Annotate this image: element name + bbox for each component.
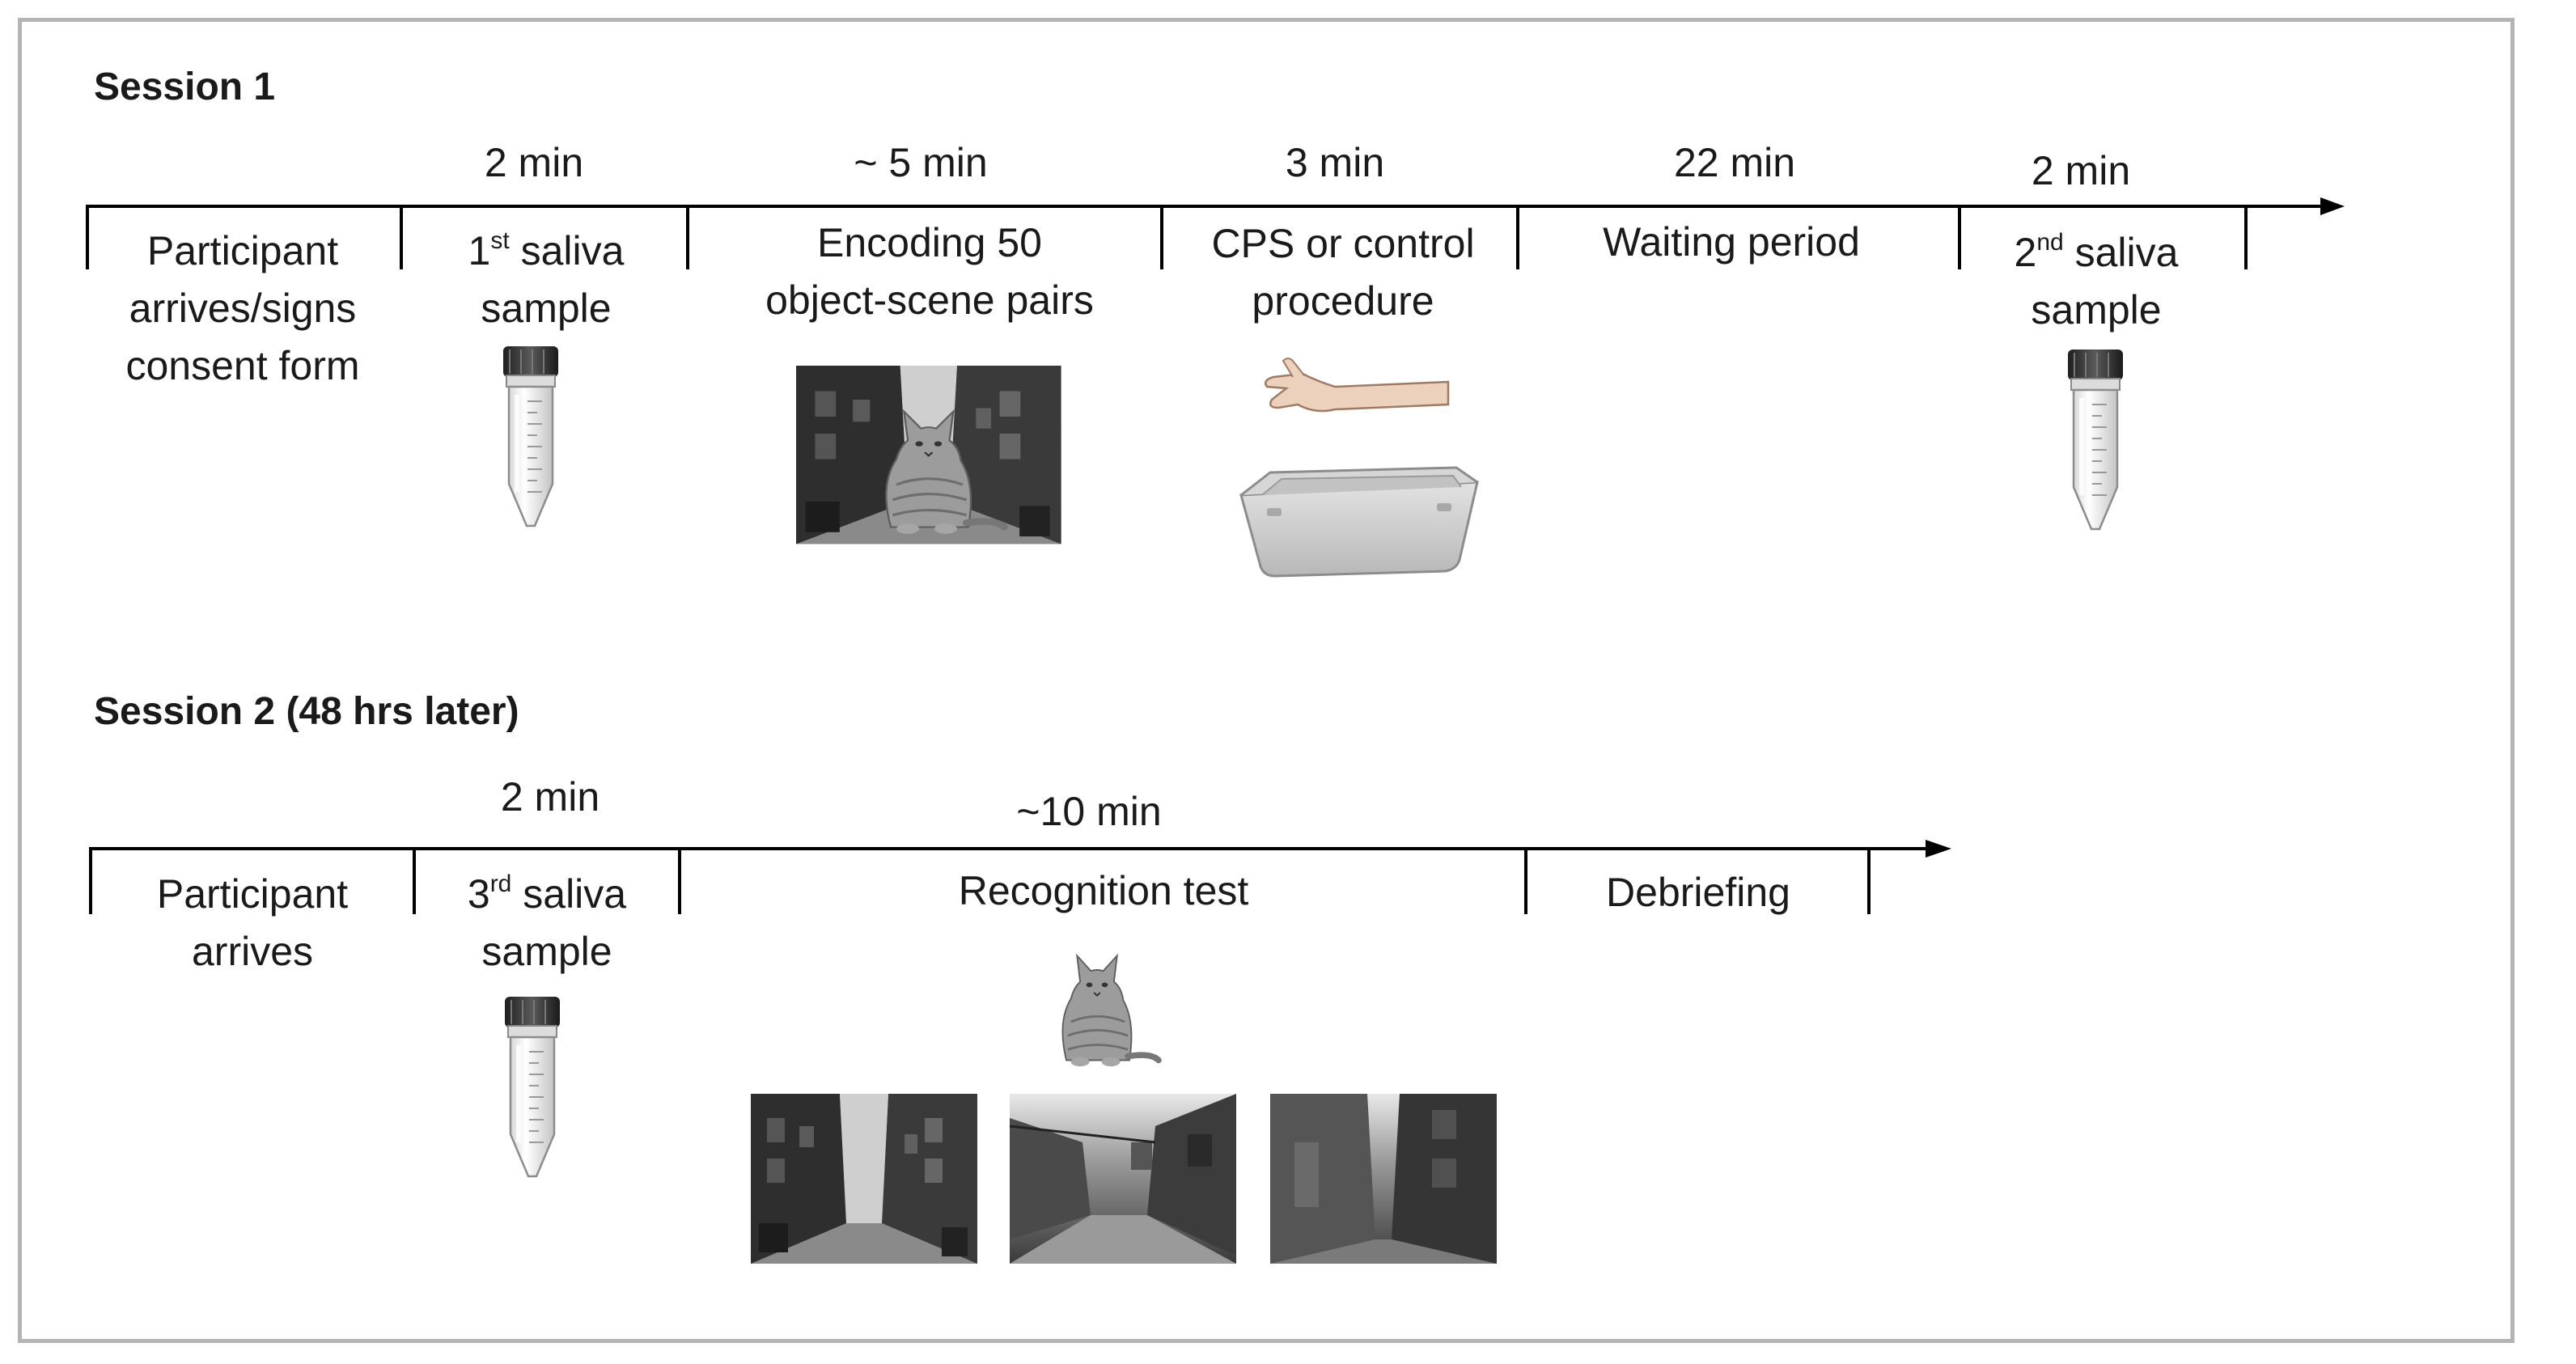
session1-timeline <box>86 197 2345 269</box>
session1-heading: Session 1 <box>94 66 276 108</box>
session2-step-arrive: Participant arrives <box>92 866 413 981</box>
ordinal-number: 3 <box>467 871 490 917</box>
session2-duration-recognition: ~10 min <box>1016 789 1162 834</box>
step-label-line: arrives <box>191 929 314 974</box>
session1-step-saliva1: 1st saliva sample <box>405 222 688 337</box>
step-label-line: CPS or control <box>1211 221 1475 266</box>
ordinal-suffix: rd <box>489 871 512 897</box>
figure-frame <box>18 18 2515 1343</box>
session2-step-saliva3: 3rd saliva sample <box>416 866 678 981</box>
ordinal-number: 2 <box>2014 230 2037 275</box>
ice-tub-icon <box>1239 466 1479 578</box>
step-label-line: sample <box>481 286 612 331</box>
step-label-line: consent form <box>125 343 360 388</box>
step-label-line: Waiting period <box>1603 219 1860 265</box>
session2-duration-saliva3: 2 min <box>500 774 600 820</box>
step-label-word: saliva <box>509 228 625 273</box>
arm-icon <box>1265 358 1450 413</box>
step-label-line: 3rd saliva <box>416 866 678 923</box>
session1-step-saliva2: 2nd saliva sample <box>1963 224 2230 339</box>
step-label-line: Participant <box>156 871 349 917</box>
session1-duration-encoding: ~ 5 min <box>854 140 988 185</box>
step-label-line: procedure <box>1252 278 1434 324</box>
step-label-line: Encoding 50 <box>816 220 1042 265</box>
session2-step-debriefing: Debriefing <box>1529 864 1867 921</box>
session1-step-waiting: Waiting period <box>1521 214 1942 271</box>
session2-heading: Session 2 (48 hrs later) <box>94 690 519 733</box>
step-label-line: Participant <box>146 228 339 273</box>
saliva-tube-icon <box>502 345 560 527</box>
session1-duration-cps: 3 min <box>1285 140 1385 185</box>
step-label-line: Debriefing <box>1606 870 1790 915</box>
ordinal-suffix: nd <box>2036 229 2064 256</box>
saliva-tube-icon <box>503 995 561 1178</box>
cat-icon <box>1062 955 1159 1066</box>
saliva-tube-icon <box>2066 348 2125 531</box>
cat-in-alley-photo <box>796 366 1061 544</box>
session1-arrowhead <box>2320 197 2345 215</box>
step-label-line: object-scene pairs <box>765 277 1094 323</box>
step-label-word: saliva <box>2063 230 2179 275</box>
session1-step-cps: CPS or control procedure <box>1162 215 1524 330</box>
alley-photo <box>751 1094 977 1264</box>
session1-step-arrive: Participant arrives/signs consent form <box>89 222 396 395</box>
session1-duration-waiting: 22 min <box>1673 140 1796 185</box>
step-label-word: saliva <box>511 871 627 917</box>
step-label-line: arrives/signs <box>129 286 357 331</box>
session2-arrowhead <box>1926 840 1951 858</box>
alley-photo <box>1270 1094 1497 1264</box>
step-label-line: 1st saliva <box>405 222 688 280</box>
session1-step-encoding: Encoding 50 object-scene pairs <box>693 214 1167 329</box>
step-label-line: 2nd saliva <box>1963 224 2230 282</box>
session2-timeline <box>89 840 1951 914</box>
step-label-line: sample <box>481 929 612 974</box>
ordinal-number: 1 <box>468 228 491 273</box>
step-label-line: Recognition test <box>958 868 1249 913</box>
alley-photo <box>1009 1094 1236 1264</box>
ordinal-suffix: st <box>490 227 510 254</box>
session1-duration-saliva1: 2 min <box>484 140 584 185</box>
step-label-line: sample <box>2031 287 2162 333</box>
session1-duration-saliva2: 2 min <box>2031 148 2131 193</box>
session2-step-recognition: Recognition test <box>683 862 1524 920</box>
